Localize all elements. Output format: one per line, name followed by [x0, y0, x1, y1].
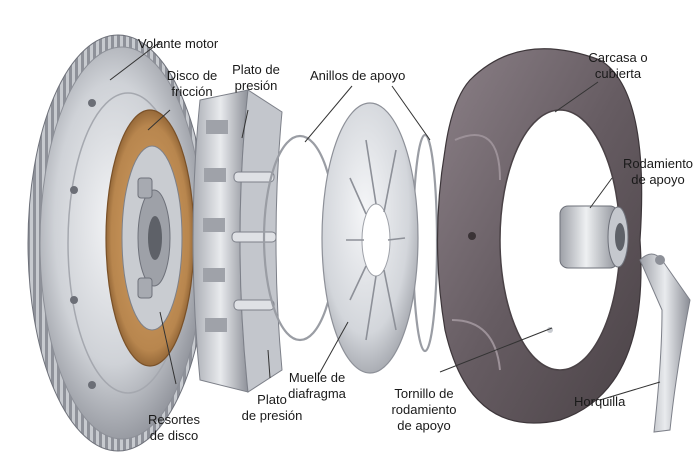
label-disc-springs-line1: Resortes: [147, 412, 201, 427]
label-pressure-plate-top: Plato de presión: [226, 62, 286, 94]
label-diaphragm-line2: diafragma: [288, 386, 346, 401]
label-bearing-screw-line1: Tornillo de: [394, 386, 454, 401]
label-disc-springs-line2: de disco: [149, 428, 199, 443]
label-cover-line1: Carcasa o: [588, 50, 648, 65]
label-fork: Horquilla: [574, 394, 626, 409]
label-friction-disc-line1: Disco de: [166, 68, 218, 83]
label-bearing-line2: de apoyo: [631, 172, 685, 187]
label-pressure-plate-bottom-line2: de presión: [241, 408, 303, 423]
label-bearing-screw: Tornillo de rodamiento de apoyo: [384, 386, 464, 434]
release-bearing: [559, 205, 629, 269]
label-support-rings: Anillos de apoyo: [310, 68, 406, 83]
label-friction-disc: Disco de fricción: [160, 68, 224, 100]
label-flywheel: Volante motor: [138, 36, 219, 51]
label-pressure-plate-bottom: Plato de presión: [236, 392, 308, 424]
friction-disc: [105, 109, 195, 367]
label-bearing-screw-line3: de apoyo: [397, 418, 451, 433]
pressure-plate: [192, 89, 283, 393]
label-friction-disc-line2: fricción: [171, 84, 213, 99]
leader-lines: [109, 41, 661, 401]
label-pressure-plate-top-line1: Plato de: [232, 62, 280, 77]
label-bearing-screw-line2: rodamiento: [391, 402, 457, 417]
label-disc-springs: Resortes de disco: [142, 412, 206, 444]
label-bearing-line1: Rodamiento: [622, 156, 694, 171]
release-fork: [639, 253, 691, 433]
label-diaphragm-line1: Muelle de: [288, 370, 346, 385]
label-cover: Carcasa o cubierta: [580, 50, 656, 82]
label-diaphragm: Muelle de diafragma: [282, 370, 352, 402]
diaphragm-spring: [321, 102, 419, 374]
label-cover-line2: cubierta: [594, 66, 642, 81]
label-bearing: Rodamiento de apoyo: [620, 156, 696, 188]
label-pressure-plate-top-line2: presión: [234, 78, 278, 93]
label-pressure-plate-bottom-line1: Plato: [257, 392, 287, 407]
